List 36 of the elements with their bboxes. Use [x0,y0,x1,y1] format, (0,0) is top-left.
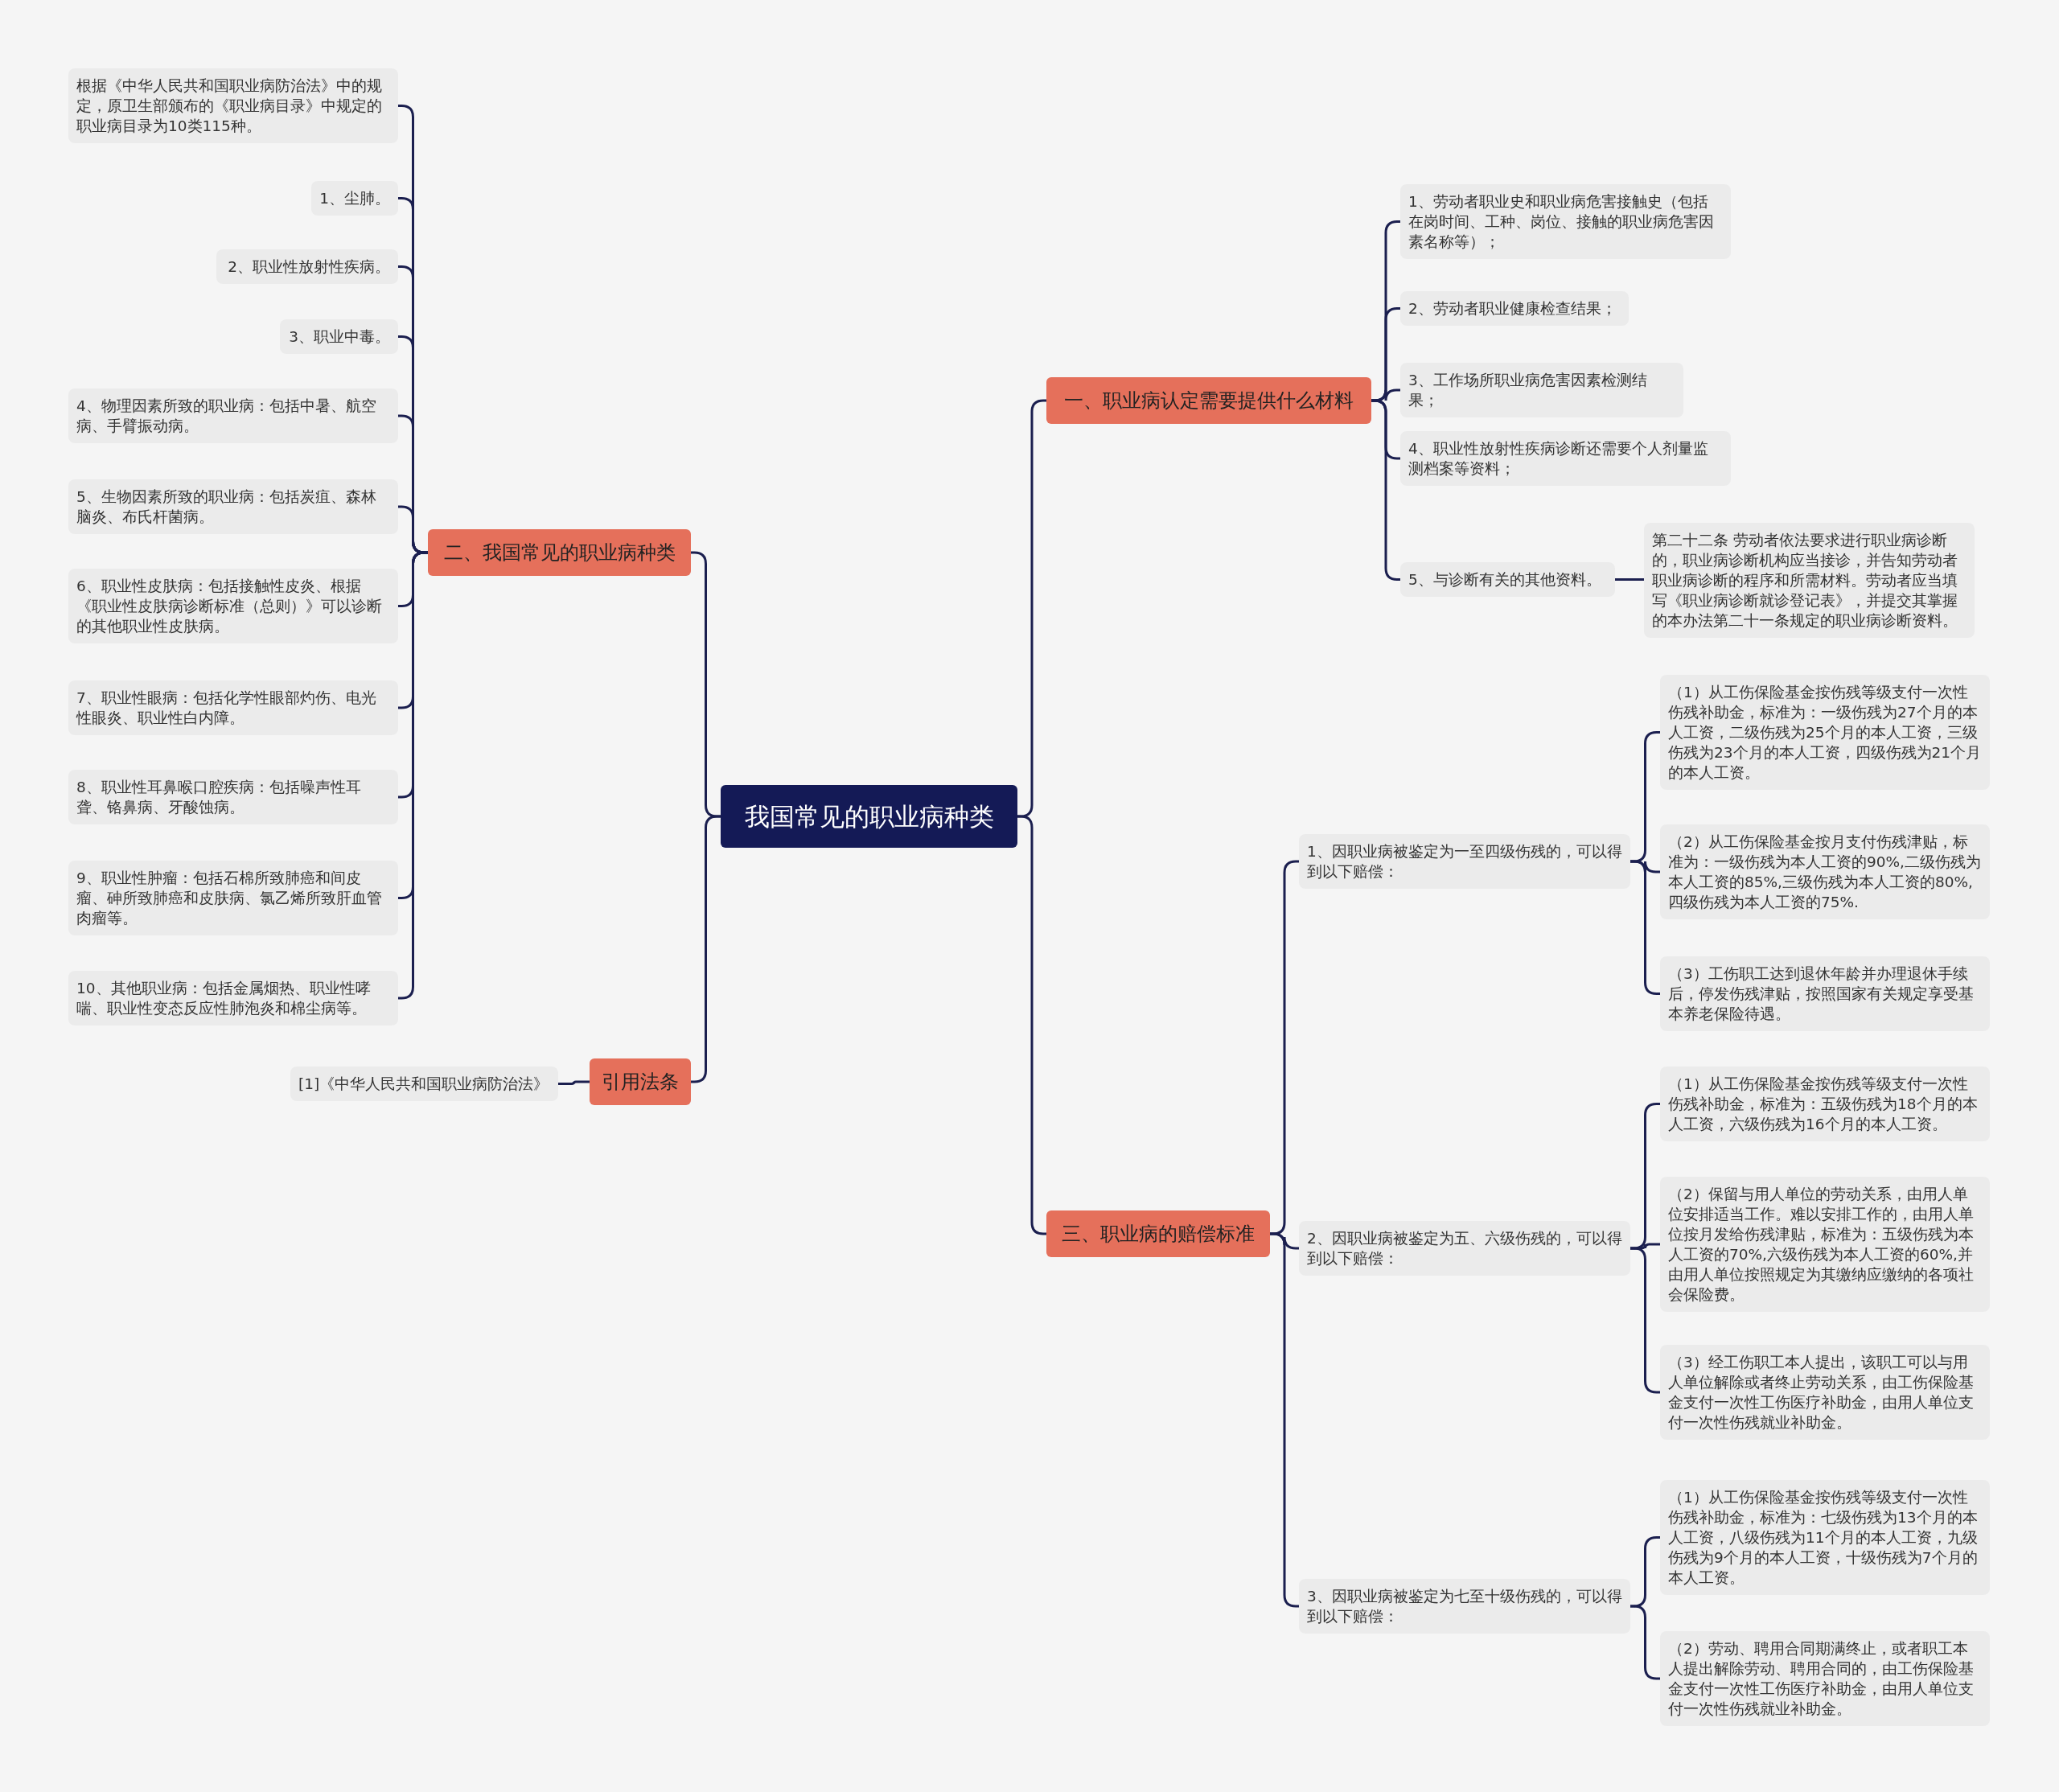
note-box: 5、生物因素所致的职业病：包括炭疽、森林脑炎、布氏杆菌病。 [68,479,398,534]
note-box: 1、因职业病被鉴定为一至四级伤残的，可以得到以下赔偿： [1299,834,1630,889]
note-box: 2、因职业病被鉴定为五、六级伤残的，可以得到以下赔偿： [1299,1221,1630,1276]
note-box: （1）从工伤保险基金按伤残等级支付一次性伤残补助金，标准为：七级伤残为13个月的本人工资，八级伤残为11个月的本人工资，九级伤残为9个月的本人工资，十级伤残为7个月的本人工资。 [1660,1480,1990,1595]
note-box: （1）从工伤保险基金按伤残等级支付一次性伤残补助金，标准为：五级伤残为18个月的本人工资，六级伤残为16个月的本人工资。 [1660,1067,1990,1141]
note-box: 1、劳动者职业史和职业病危害接触史（包括在岗时间、工种、岗位、接触的职业病危害因素名称等）； [1400,184,1731,259]
topic-box: 引用法条 [590,1058,691,1105]
note-box: （2）从工伤保险基金按月支付伤残津贴，标准为：一级伤残为本人工资的90%,二级伤残为本人工资的85%,三级伤残为本人工资的80%,四级伤残为本人工资的75%. [1660,824,1990,919]
note-box: （2）保留与用人单位的劳动关系，由用人单位安排适当工作。难以安排工作的，由用人单位按月发给伤残津贴，标准为：五级伤残为本人工资的70%,六级伤残为本人工资的60%,并由用人单位按照规定为其缴纳应缴纳的各项社会保险费。 [1660,1177,1990,1312]
note-box: 1、尘肺。 [311,181,398,216]
connector-line [558,1080,590,1085]
topic-box: 二、我国常见的职业病种类 [428,529,691,576]
note-box: 3、工作场所职业病危害因素检测结果； [1400,363,1683,417]
note-box: 6、职业性皮肤病：包括接触性皮炎、根据《职业性皮肤病诊断标准（总则）》可以诊断的其他职业性皮肤病。 [68,569,398,643]
note-box: （1）从工伤保险基金按伤残等级支付一次性伤残补助金，标准为：一级伤残为27个月的本人工资，二级伤残为25个月的本人工资，三级伤残为23个月的本人工资，四级伤残为21个月的本人工资。 [1660,675,1990,790]
note-box: 第二十二条 劳动者依法要求进行职业病诊断的，职业病诊断机构应当接诊，并告知劳动者职业病诊断的程序和所需材料。劳动者应当填写《职业病诊断就诊登记表》，并提交其掌握的本办法第二十一条规定的职业病诊断资料。 [1644,523,1975,638]
note-box: （3）经工伤职工本人提出，该职工可以与用人单位解除或者终止劳动关系，由工伤保险基金支付一次性工伤医疗补助金，由用人单位支付一次性伤残就业补助金。 [1660,1345,1990,1440]
note-box: 7、职业性眼病：包括化学性眼部灼伤、电光性眼炎、职业性白内障。 [68,680,398,735]
central-topic: 我国常见的职业病种类 [721,785,1017,848]
note-box: 4、职业性放射性疾病诊断还需要个人剂量监测档案等资料； [1400,431,1731,486]
topic-box: 一、职业病认定需要提供什么材料 [1046,377,1371,424]
note-box: 10、其他职业病：包括金属烟热、职业性哮喘、职业性变态反应性肺泡炎和棉尘病等。 [68,971,398,1025]
note-box: （3）工伤职工达到退休年龄并办理退休手续后，停发伤残津贴，按照国家有关规定享受基本养老保险待遇。 [1660,956,1990,1031]
note-box: 4、物理因素所致的职业病：包括中暑、航空病、手臂振动病。 [68,388,398,443]
note-box: 根据《中华人民共和国职业病防治法》中的规定，原卫生部颁布的《职业病目录》中规定的职业病目录为10类115种。 [68,68,398,143]
note-box: [1]《中华人民共和国职业病防治法》 [290,1067,558,1101]
note-box: 8、职业性耳鼻喉口腔疾病：包括噪声性耳聋、铬鼻病、牙酸蚀病。 [68,770,398,824]
note-box: （2）劳动、聘用合同期满终止，或者职工本人提出解除劳动、聘用合同的，由工伤保险基金支付一次性工伤医疗补助金，由用人单位支付一次性伤残就业补助金。 [1660,1631,1990,1726]
topic-box: 三、职业病的赔偿标准 [1046,1210,1270,1257]
note-box: 9、职业性肿瘤：包括石棉所致肺癌和间皮瘤、砷所致肺癌和皮肤病、氯乙烯所致肝血管肉瘤等。 [68,861,398,935]
note-box: 2、劳动者职业健康检查结果； [1400,291,1629,326]
note-box: 3、因职业病被鉴定为七至十级伤残的，可以得到以下赔偿： [1299,1579,1630,1634]
note-box: 2、职业性放射性疾病。 [216,249,398,284]
note-box: 5、与诊断有关的其他资料。 [1400,562,1615,597]
connector-line [1615,578,1644,581]
note-box: 3、职业中毒。 [280,319,398,354]
